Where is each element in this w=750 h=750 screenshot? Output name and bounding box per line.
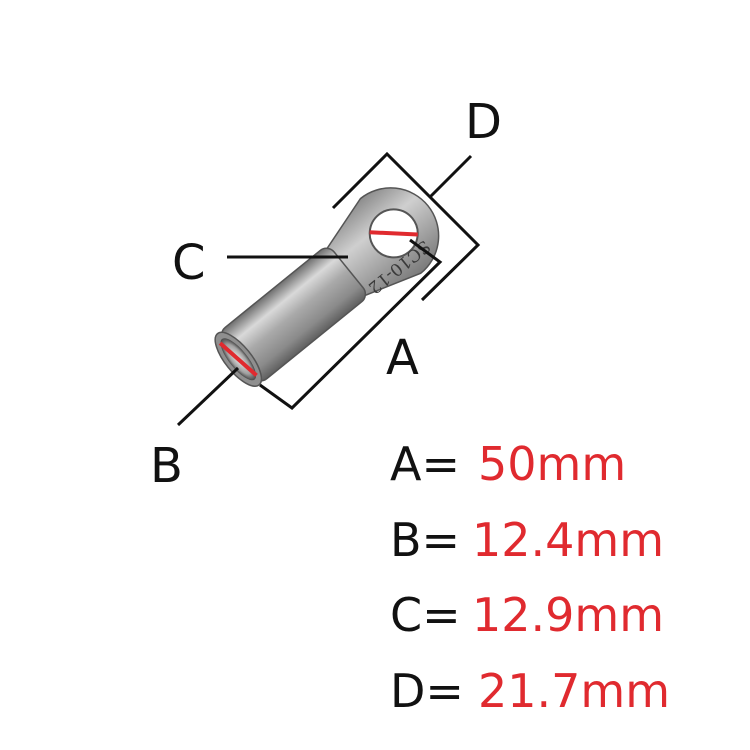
callout-a: A (386, 330, 419, 386)
dimension-legend: A= 50mm B= 12.4mm C= 12.9mm D= 21.7mm (390, 437, 670, 718)
legend-value-d: 21.7mm (478, 664, 670, 718)
legend-row-b: B= 12.4mm (390, 513, 664, 567)
legend-row-c: C= 12.9mm (390, 588, 664, 642)
legend-value-c: 12.9mm (472, 588, 664, 642)
legend-key-c: C= (390, 588, 461, 642)
callout-c: C (172, 235, 206, 291)
legend-key-b: B= (390, 513, 460, 567)
legend-key-d: D= (390, 664, 464, 718)
cable-lug-image: SC10-12 (214, 187, 440, 387)
dim-line-b (176, 366, 240, 427)
dim-line-a (259, 238, 443, 410)
callout-d: D (465, 94, 502, 150)
callout-b: B (150, 438, 183, 494)
dimension-lines (176, 151, 481, 427)
legend-value-a: 50mm (478, 437, 626, 491)
bore-diameter-marker (218, 341, 258, 377)
legend-row-d: D= 21.7mm (390, 664, 670, 718)
hole-diameter-marker (369, 230, 418, 237)
legend-row-a: A= 50mm (390, 437, 626, 491)
legend-key-a: A= (390, 437, 460, 491)
dim-leader-d (428, 154, 473, 199)
dim-line-d (331, 151, 481, 302)
legend-value-b: 12.4mm (472, 513, 664, 567)
